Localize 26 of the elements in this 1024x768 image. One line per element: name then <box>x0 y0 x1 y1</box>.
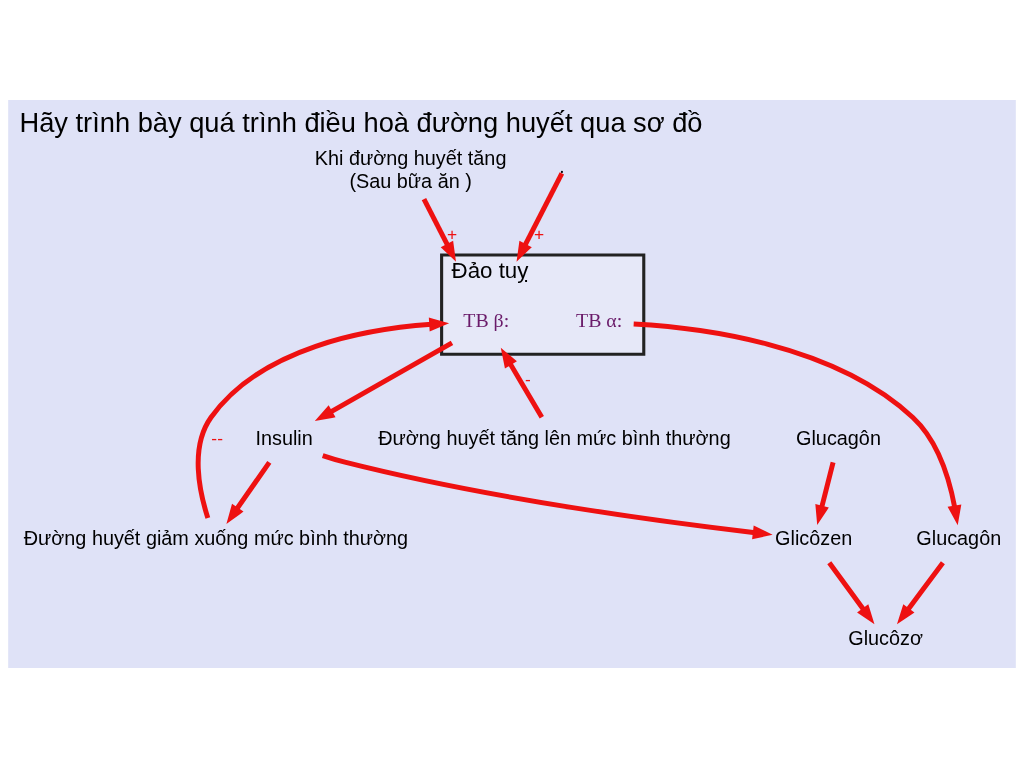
arrow <box>516 172 565 262</box>
edge-label: + <box>533 224 545 245</box>
arrow <box>226 460 272 524</box>
node-text: Glicôzen <box>775 526 853 549</box>
arrow <box>421 198 456 262</box>
node-text: TB β: <box>463 308 510 331</box>
node-text: TB α: <box>576 308 623 331</box>
arrow <box>896 561 945 625</box>
node-text: Glucôzơ <box>848 627 923 650</box>
arrow <box>827 561 875 625</box>
diagram-title: Hãy trình bày quá trình điều hoà đường huyết qua sơ đồ <box>19 106 703 138</box>
node-text: Glucagôn <box>796 426 881 449</box>
arrow <box>314 340 454 422</box>
edge-label: + <box>447 224 458 245</box>
node-text: Đường huyết tăng lên mức bình thường <box>378 426 731 449</box>
edge-label: - <box>524 369 531 390</box>
arrow <box>321 453 773 540</box>
arrow <box>500 347 544 419</box>
node-text: Khi đường huyết tăng (Sau bữa ăn ) <box>314 147 507 192</box>
node-text: Đường huyết giảm xuống mức bình thường <box>23 526 409 549</box>
arrow <box>195 317 450 519</box>
node-text: Glucagôn <box>916 526 1002 549</box>
arrow <box>633 321 962 526</box>
node-text: Insulin <box>255 426 313 449</box>
arrow <box>815 461 836 526</box>
edge-label: -- <box>211 428 223 449</box>
